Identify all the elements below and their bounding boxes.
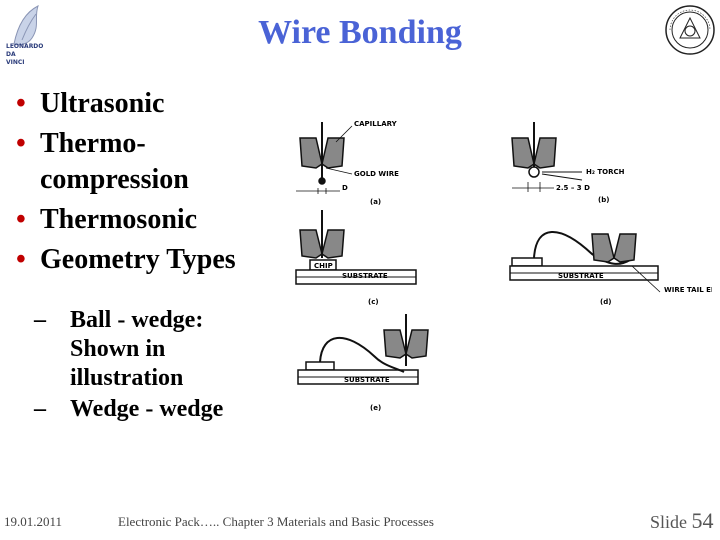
label-e: (e) xyxy=(370,404,381,412)
label-d-step: (d) xyxy=(600,298,611,306)
bullet-dot: • xyxy=(16,128,26,159)
wire-bonding-illustration: CAPILLARY GOLD WIRE D (a) H₂ TORCH 2.5 –… xyxy=(292,108,720,428)
step-d-diagram xyxy=(509,231,661,293)
sub-bullet-item: – Ball - wedge: Shown in illustration xyxy=(34,306,274,393)
bullet-dot: • xyxy=(16,88,26,119)
label-capillary: CAPILLARY xyxy=(354,120,398,128)
sub-bullet-list: – Ball - wedge: Shown in illustration – … xyxy=(34,306,274,426)
step-e-diagram xyxy=(297,314,429,385)
label-gold-wire: GOLD WIRE xyxy=(354,170,399,178)
label-chip: CHIP xyxy=(314,262,333,270)
label-substrate-c: SUBSTRATE xyxy=(342,272,388,280)
sub-bullet-text: Wedge - wedge xyxy=(70,396,224,422)
label-b: (b) xyxy=(598,196,609,204)
label-c: (c) xyxy=(368,298,379,306)
bullet-item: • Thermo-compression xyxy=(14,126,284,198)
sub-bullet-item: – Wedge - wedge xyxy=(34,395,274,424)
svg-text:LEONARDO: LEONARDO xyxy=(6,43,43,50)
label-wire-tail-end: WIRE TAIL END xyxy=(664,286,712,294)
step-b-diagram xyxy=(511,122,583,192)
bullet-dot: • xyxy=(16,244,26,275)
footer-date: 19.01.2011 xyxy=(4,514,63,529)
bullet-text: Geometry Types xyxy=(40,244,236,275)
label-spacing: 2.5 – 3 D xyxy=(556,184,590,192)
sub-bullet-text: Ball - wedge: Shown in illustration xyxy=(70,307,204,391)
svg-text:DA: DA xyxy=(6,51,16,58)
university-seal-logo xyxy=(664,4,716,56)
bullet-list: • Ultrasonic • Thermo-compression • Ther… xyxy=(14,86,284,282)
bullet-text: Thermo-compression xyxy=(40,128,189,195)
bullet-item: • Ultrasonic xyxy=(14,86,284,122)
sub-bullet-dash: – xyxy=(34,396,46,422)
leonardo-logo: LEONARDO DA VINCI xyxy=(4,4,56,68)
step-c-diagram xyxy=(295,210,417,285)
footer-course-title: Electronic Pack….. Chapter 3 Materials a… xyxy=(118,514,434,529)
bullet-item: • Geometry Types xyxy=(14,242,284,278)
bullet-text: Thermosonic xyxy=(40,204,198,235)
bullet-dot: • xyxy=(16,204,26,235)
slide-number-value: 54 xyxy=(691,508,714,533)
label-a: (a) xyxy=(370,198,381,206)
slide-title: Wire Bonding xyxy=(258,14,462,51)
svg-text:VINCI: VINCI xyxy=(6,59,25,66)
label-substrate-d: SUBSTRATE xyxy=(558,272,604,280)
bullet-item: • Thermosonic xyxy=(14,202,284,238)
label-substrate-e: SUBSTRATE xyxy=(344,376,390,384)
sub-bullet-dash: – xyxy=(34,307,46,333)
label-d: D xyxy=(342,184,348,192)
bullet-text: Ultrasonic xyxy=(40,88,165,119)
slide-number: Slide 54 xyxy=(650,508,714,534)
step-a-diagram xyxy=(296,122,353,194)
slide-label: Slide xyxy=(650,512,688,532)
label-h2-torch: H₂ TORCH xyxy=(586,168,625,176)
